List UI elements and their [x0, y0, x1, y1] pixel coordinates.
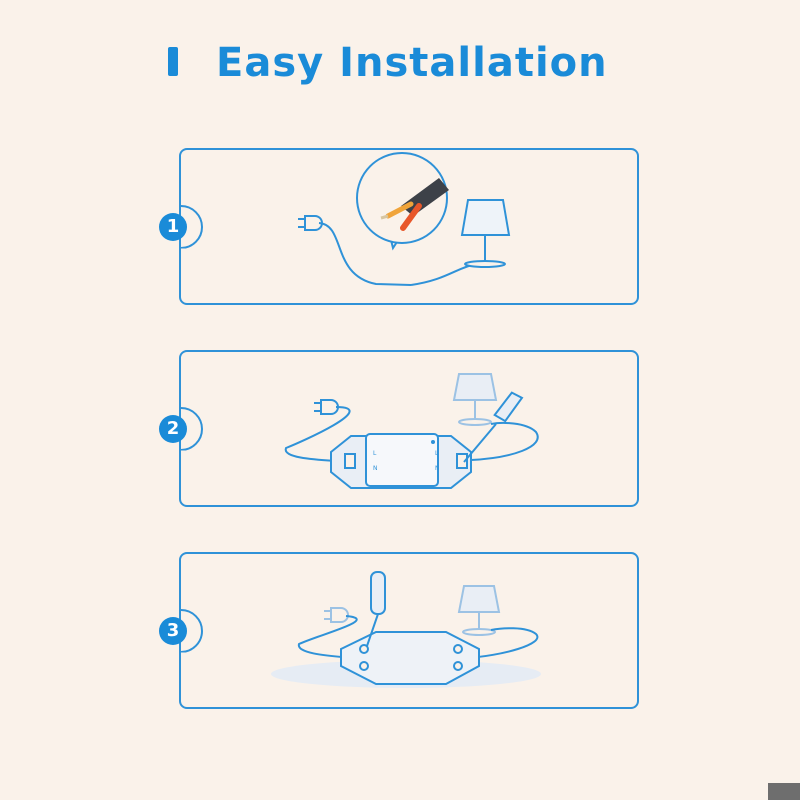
output-cable [470, 422, 539, 461]
corner-block [768, 783, 800, 800]
input-cable [284, 406, 351, 463]
output-cable [465, 627, 539, 659]
plug-icon [314, 399, 339, 415]
step-card-1: 1 [159, 148, 639, 305]
step-card-2: 2 L N L N [159, 350, 639, 507]
screwdriver-icon [366, 571, 386, 647]
module-label-n: N [373, 465, 378, 472]
step-3-illustration [271, 571, 541, 688]
smart-switch-module-icon [340, 631, 480, 685]
plug-icon [324, 607, 349, 623]
page-title: Easy Installation [216, 40, 608, 86]
module-label-n-out: N [435, 465, 440, 472]
lamp-icon [452, 373, 498, 426]
plug-icon [298, 215, 323, 231]
step-card-3: 3 [159, 552, 639, 709]
step-number-badge: 1 [159, 212, 187, 241]
step-number-badge: 3 [159, 616, 187, 645]
cable-cross-section-icon [356, 152, 449, 251]
step-2-illustration: L N L N [284, 373, 539, 489]
step-number-badge: 2 [159, 414, 187, 443]
lamp-icon [460, 199, 511, 268]
module-label-l-out: L [435, 450, 439, 457]
step-1-illustration [298, 152, 511, 286]
lamp-icon [457, 585, 501, 636]
power-cable [318, 222, 412, 286]
title-accent-bar [168, 47, 178, 76]
screwdriver-icon [463, 391, 524, 463]
module-label-l: L [373, 450, 377, 457]
smart-switch-module-icon: L N L N [330, 433, 472, 489]
input-cable [297, 615, 358, 659]
